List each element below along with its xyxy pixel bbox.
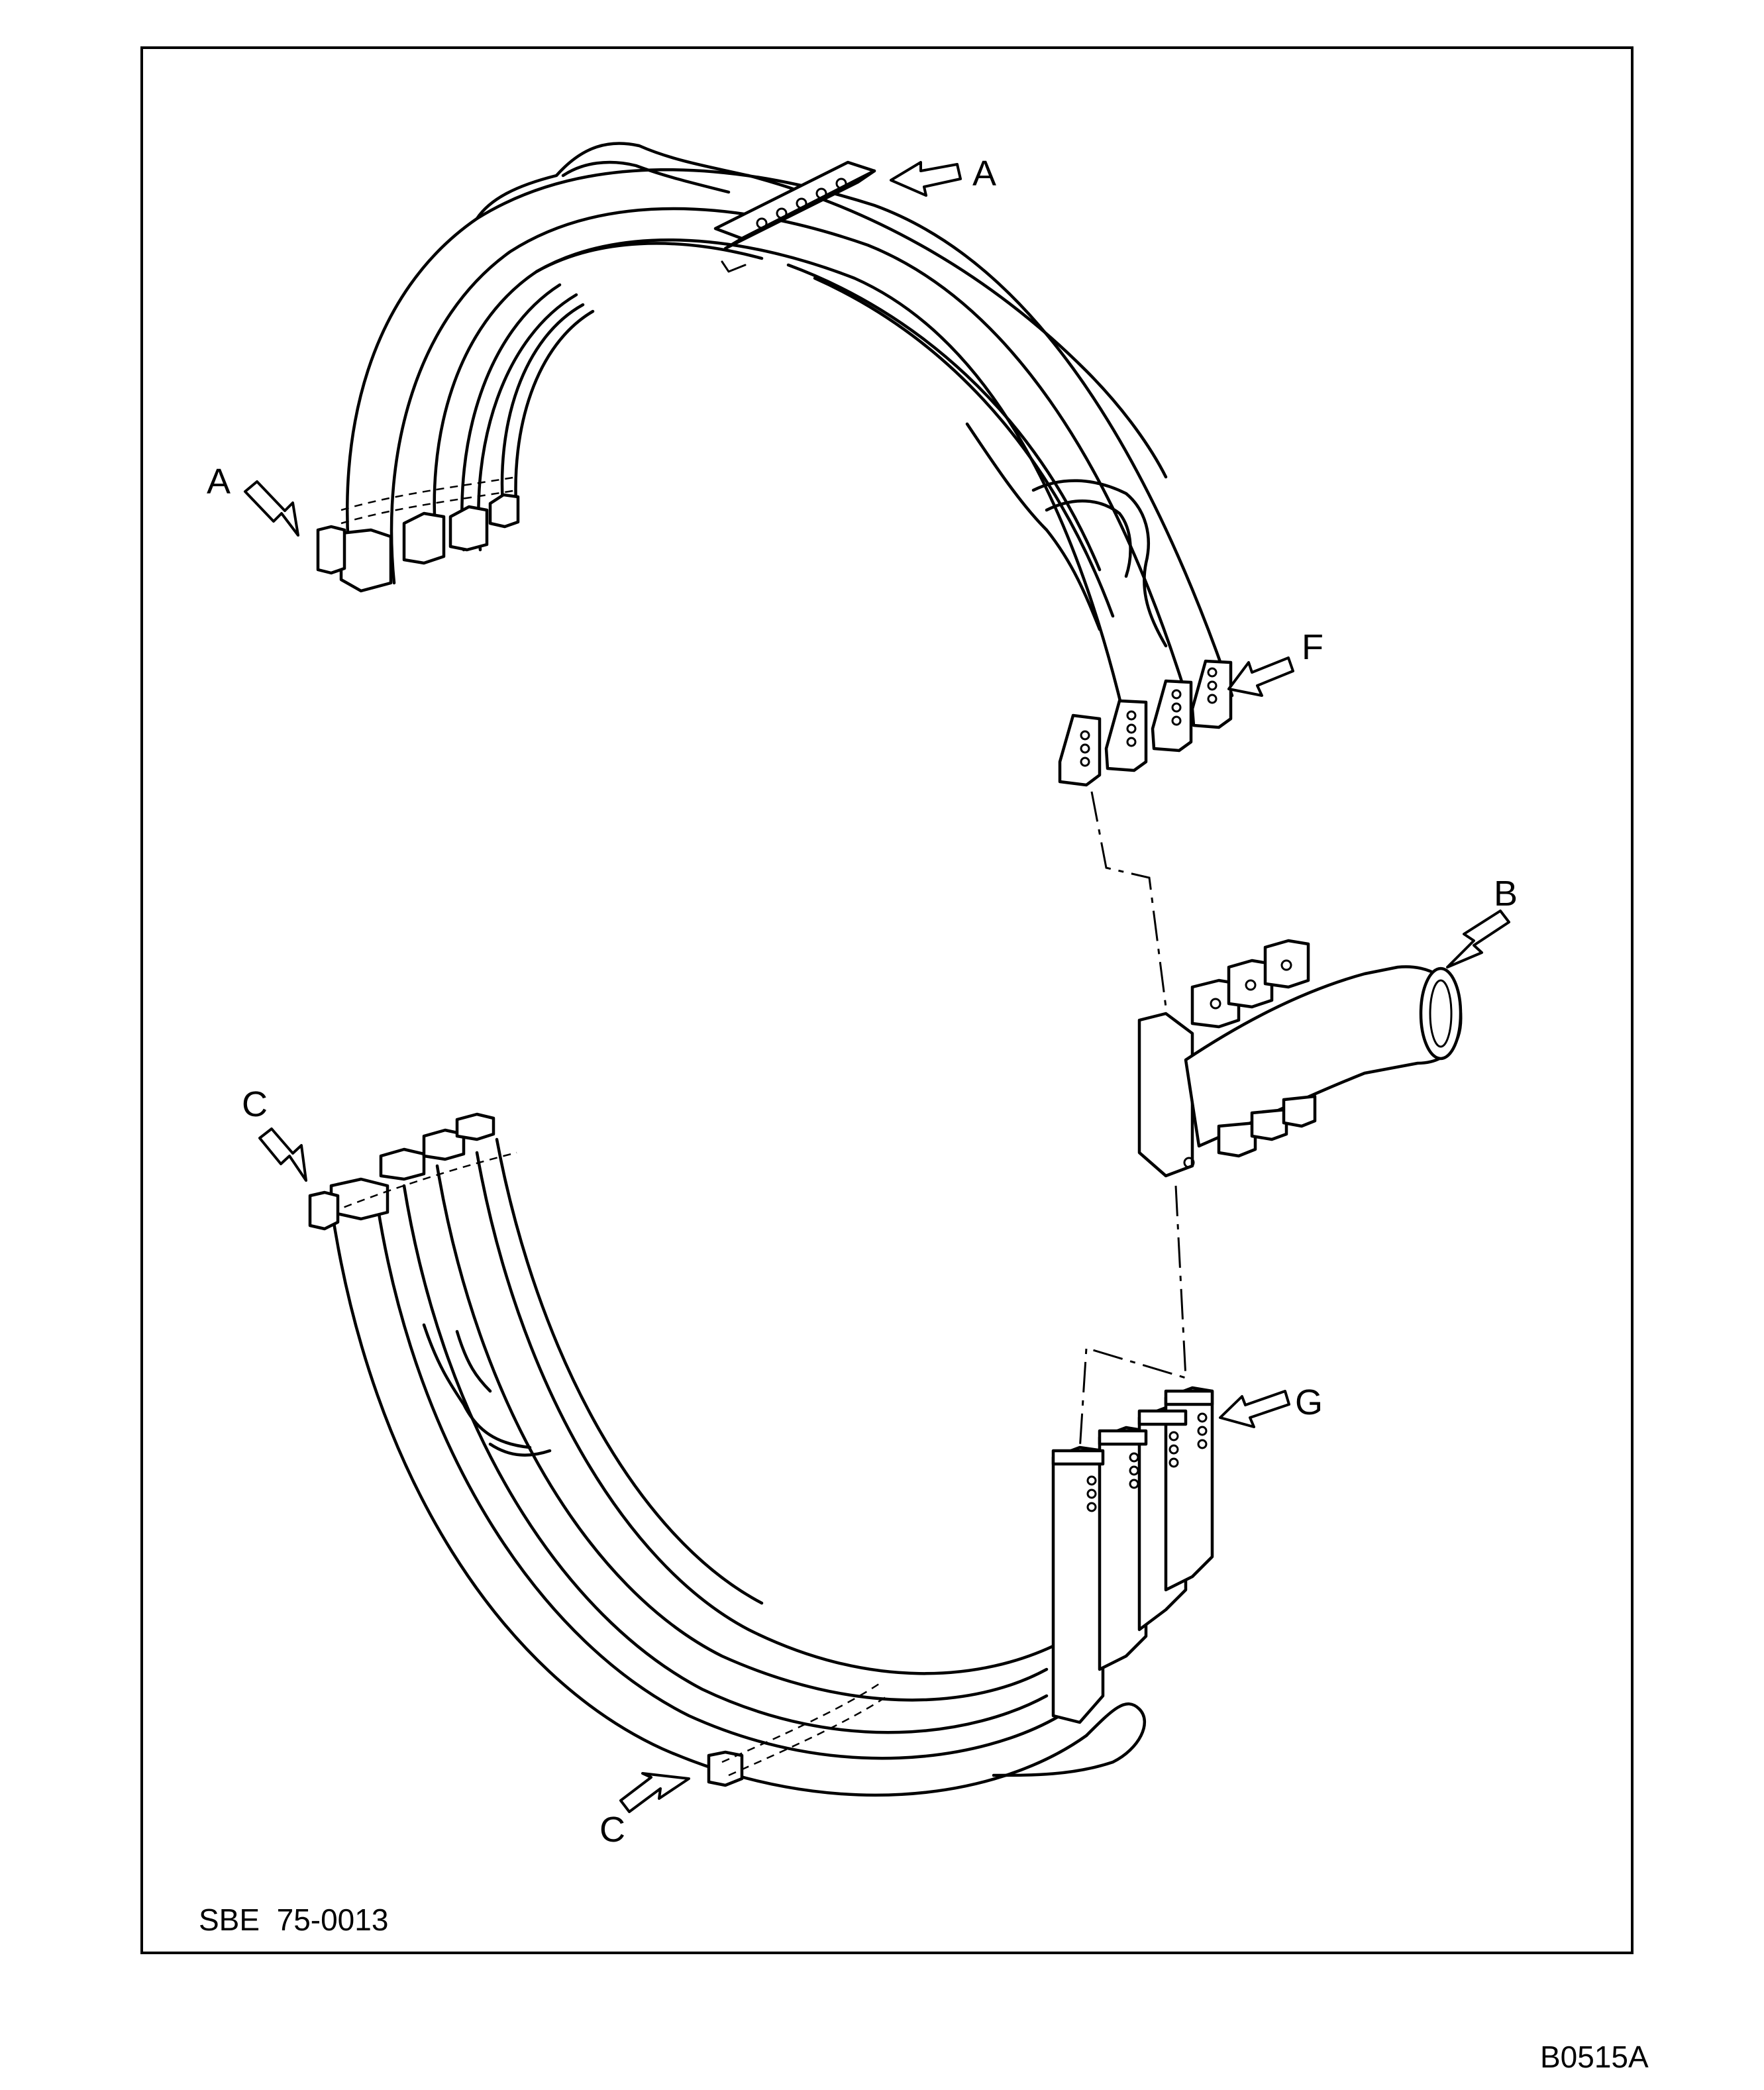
- callout-f: F: [1302, 627, 1323, 667]
- callout-a-left: A: [207, 462, 231, 501]
- callout-a-top: A: [972, 154, 997, 193]
- upper-ring-segment: [316, 142, 1234, 787]
- document-number: SBE 75-0013: [199, 1903, 389, 1937]
- callout-b: B: [1494, 874, 1518, 914]
- callout-c-lower: C: [599, 1810, 625, 1850]
- figure-border: [140, 46, 1634, 1954]
- arrow-g: [1219, 1390, 1290, 1428]
- leader-upper: [1090, 791, 1167, 1008]
- splice-fitting: [1137, 939, 1463, 1178]
- lower-ring-segment: [308, 1112, 1214, 1797]
- arrow-c-upper: [258, 1127, 307, 1182]
- arrow-a-top: [890, 161, 962, 197]
- arrow-c-lower: [619, 1772, 690, 1813]
- callout-c-upper: C: [242, 1084, 268, 1124]
- arrow-a-left: [244, 480, 299, 537]
- arrow-b: [1446, 910, 1510, 968]
- figure-code: B0515A: [1540, 2040, 1649, 2074]
- arrow-f: [1227, 656, 1294, 697]
- callout-g: G: [1295, 1383, 1323, 1422]
